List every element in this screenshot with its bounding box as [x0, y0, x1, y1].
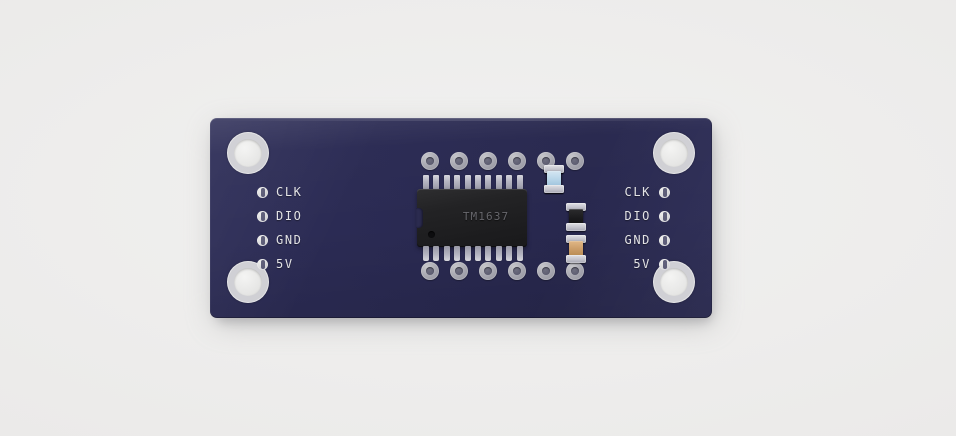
pin-pad-right-gnd[interactable]	[659, 234, 670, 246]
header-pad[interactable]	[537, 262, 555, 280]
ic-lead	[443, 175, 450, 190]
pin-row-left-dio[interactable]: DIO	[257, 209, 302, 223]
ic-lead	[485, 246, 492, 261]
smd-pad	[566, 235, 586, 243]
header-pad[interactable]	[508, 152, 526, 170]
ic-lead	[495, 175, 502, 190]
smd-pad	[566, 255, 586, 263]
smd-capacitor	[544, 165, 564, 193]
pin-row-right-5v[interactable]: 5V	[633, 257, 670, 271]
pin-label-left-gnd: GND	[276, 233, 303, 247]
pin-label-right-5v: 5V	[633, 257, 651, 271]
ic-lead	[516, 175, 523, 190]
pin-row-right-clk[interactable]: CLK	[625, 185, 670, 199]
smd-body	[547, 171, 561, 187]
header-pad[interactable]	[450, 152, 468, 170]
pin-label-left-dio: DIO	[276, 209, 303, 223]
ic-lead	[454, 246, 461, 261]
pin-row-left-gnd[interactable]: GND	[257, 233, 302, 247]
mounting-hole-top-left	[227, 132, 269, 174]
smd-body	[569, 209, 583, 225]
smd-resistor	[566, 235, 586, 263]
ic-lead	[454, 175, 461, 190]
smd-pad	[544, 185, 564, 193]
pin-label-right-dio: DIO	[624, 209, 651, 223]
header-pad[interactable]	[479, 262, 497, 280]
ic-lead	[464, 246, 471, 261]
ic-chip[interactable]: TM1637	[416, 175, 527, 261]
ic-lead	[506, 246, 513, 261]
ic-body: TM1637	[416, 189, 527, 247]
right-pin-group: CLK DIO GND 5V	[625, 185, 670, 271]
header-pad[interactable]	[508, 262, 526, 280]
pcb-board[interactable]: CLK DIO GND 5V CLK DIO	[210, 118, 712, 318]
pin-row-right-dio[interactable]: DIO	[625, 209, 670, 223]
pin-row-right-gnd[interactable]: GND	[625, 233, 670, 247]
pin-pad-right-clk[interactable]	[659, 186, 670, 198]
pin-pad-left-dio[interactable]	[257, 210, 268, 222]
header-pad-row-top[interactable]	[421, 152, 584, 170]
ic-marking-text: TM1637	[462, 210, 510, 223]
board-top-highlight	[210, 118, 712, 121]
pin-label-left-clk: CLK	[276, 185, 303, 199]
mounting-hole-bottom-left	[227, 261, 269, 303]
header-pad-row-bottom[interactable]	[421, 262, 584, 280]
ic-leads-bottom	[423, 246, 523, 261]
ic-lead	[474, 246, 481, 261]
header-pad[interactable]	[479, 152, 497, 170]
ic-lead	[516, 246, 523, 261]
smd-body	[569, 241, 583, 257]
ic-leads-top	[423, 175, 523, 190]
smd-pad	[566, 203, 586, 211]
pin-label-left-5v: 5V	[276, 257, 294, 271]
ic-lead	[464, 175, 471, 190]
ic-lead	[506, 175, 513, 190]
pin-pad-right-5v[interactable]	[659, 258, 670, 270]
pin-pad-left-5v[interactable]	[257, 258, 268, 270]
header-pad[interactable]	[421, 152, 439, 170]
pin-pad-left-gnd[interactable]	[257, 234, 268, 246]
header-pad[interactable]	[450, 262, 468, 280]
smd-pad	[544, 165, 564, 173]
pin-label-right-gnd: GND	[624, 233, 651, 247]
ic-lead	[495, 246, 502, 261]
header-pad[interactable]	[421, 262, 439, 280]
header-pad[interactable]	[566, 262, 584, 280]
smd-pad	[566, 223, 586, 231]
left-pin-group: CLK DIO GND 5V	[257, 185, 302, 271]
pin-label-right-clk: CLK	[624, 185, 651, 199]
ic-lead	[433, 175, 440, 190]
header-pad[interactable]	[566, 152, 584, 170]
ic-lead	[433, 246, 440, 261]
ic-lead	[423, 246, 429, 261]
pin-pad-right-dio[interactable]	[659, 210, 670, 222]
ic-lead	[443, 246, 450, 261]
ic-lead	[423, 175, 429, 190]
smd-resistor	[566, 203, 586, 231]
ic-lead	[485, 175, 492, 190]
ic-lead	[474, 175, 481, 190]
pin-row-left-5v[interactable]: 5V	[257, 257, 294, 271]
pin-pad-left-clk[interactable]	[257, 186, 268, 198]
ic-pin1-dot-icon	[428, 231, 435, 238]
mounting-hole-top-right	[653, 132, 695, 174]
pin-row-left-clk[interactable]: CLK	[257, 185, 302, 199]
ic-notch	[416, 208, 423, 228]
